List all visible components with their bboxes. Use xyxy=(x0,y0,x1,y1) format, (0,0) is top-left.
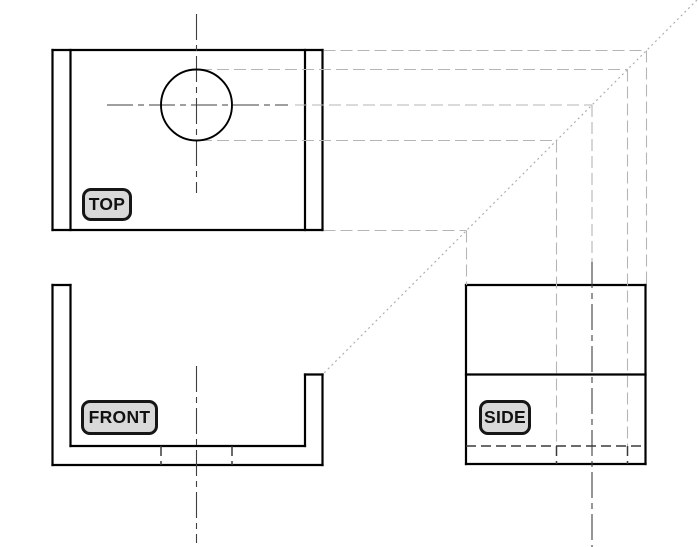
miter-45-degree-line xyxy=(322,0,698,375)
view-label-front: FRONT xyxy=(81,400,158,435)
top-view-hole-circle xyxy=(160,68,233,142)
view-label-top: TOP xyxy=(82,188,132,221)
view-label-side: SIDE xyxy=(479,400,531,435)
